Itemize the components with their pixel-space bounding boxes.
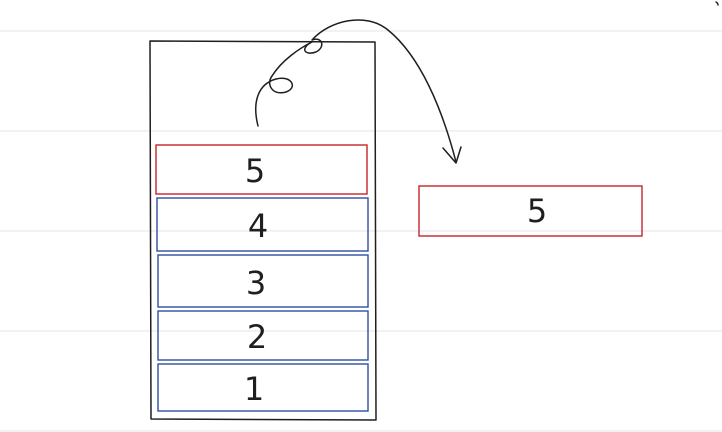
stack-item-5-box [155, 144, 368, 195]
stack-item-label: 2 [247, 318, 267, 356]
ruled-lines [0, 30, 722, 432]
popped-item-box [418, 185, 643, 237]
stack-item-label: 1 [244, 370, 264, 408]
stack-item-3-box [157, 254, 369, 308]
stack-item-2-box [157, 310, 369, 361]
arrowhead-icon [442, 146, 462, 164]
stack-container [149, 40, 377, 421]
popped-item-label: 5 [527, 192, 547, 230]
stack-item-label: 5 [245, 152, 265, 190]
stack-item-label: 4 [248, 207, 268, 245]
stack-item-label: 3 [246, 264, 266, 302]
stack-item-4-box [156, 197, 369, 252]
corner-ink-mark [715, 1, 719, 6]
pop-arrow [255, 19, 457, 163]
stack-items: 5 4 3 2 1 [155, 144, 369, 412]
stack-item-1-box [157, 363, 369, 412]
